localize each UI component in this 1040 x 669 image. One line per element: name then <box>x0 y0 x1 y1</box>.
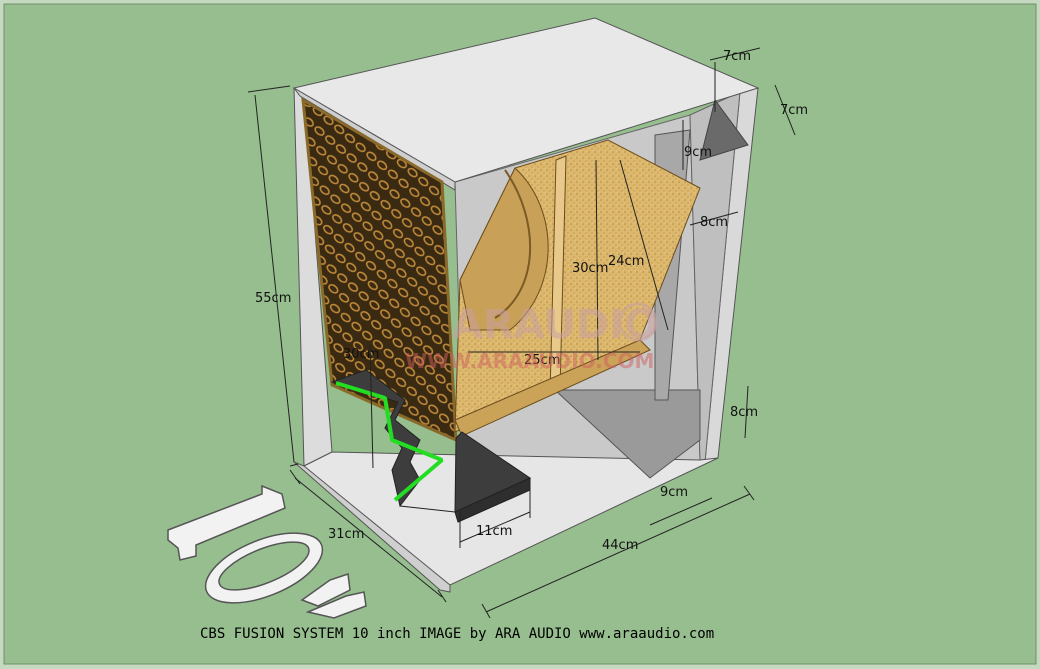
horn-bottom-plate <box>454 339 651 437</box>
watermark: ARAUDIO WWW.ARAAUDIO.COM <box>405 302 658 373</box>
duct-panel-lower <box>553 389 701 479</box>
dimension-lines <box>247 47 796 619</box>
dim-front-opening-label: 30cm <box>343 347 379 362</box>
dim-horn-diagonal-label: 24cm <box>608 254 644 269</box>
dim-top-rear-b-label: 7cm <box>780 103 808 118</box>
dim-horn-height-label: 30cm <box>572 261 608 276</box>
dim-port-top-label: 9cm <box>684 145 712 160</box>
front-zigzag-baffle <box>330 369 532 513</box>
dim-height-label: 55cm <box>255 291 291 306</box>
dim-width-label: 44cm <box>602 538 638 553</box>
watermark-logo-ring <box>618 302 658 342</box>
dim-bottom-front-label: 11cm <box>476 524 512 539</box>
green-accent-line <box>335 381 444 502</box>
dim-bottom-rear-height-label: 8cm <box>730 405 758 420</box>
watermark-logo: ARAUDIO <box>452 302 658 348</box>
logo-10w-graphic <box>167 484 367 619</box>
dim-depth-label: 31cm <box>328 527 364 542</box>
dim-top-rear-a-label: 7cm <box>723 49 751 64</box>
dim-horn-base-label: 25cm <box>524 353 560 368</box>
logo-letter-w-a <box>300 572 351 607</box>
logo-digit-zero-inner <box>218 541 310 591</box>
watermark-url: WWW.ARAAUDIO.COM <box>405 349 654 373</box>
dim-bottom-rear-width-label: 9cm <box>660 485 688 500</box>
logo-digit-one <box>167 484 286 561</box>
logo-letter-w-b <box>305 591 367 619</box>
cabinet-bottom-front-edge <box>293 461 451 593</box>
horn-curve-inner <box>494 169 531 319</box>
dim-port-side-label: 8cm <box>700 215 728 230</box>
caption: CBS FUSION SYSTEM 10 inch IMAGE by ARA A… <box>200 626 714 642</box>
horn-curve-wall <box>459 167 549 331</box>
duct-panel-top-right <box>699 98 749 161</box>
